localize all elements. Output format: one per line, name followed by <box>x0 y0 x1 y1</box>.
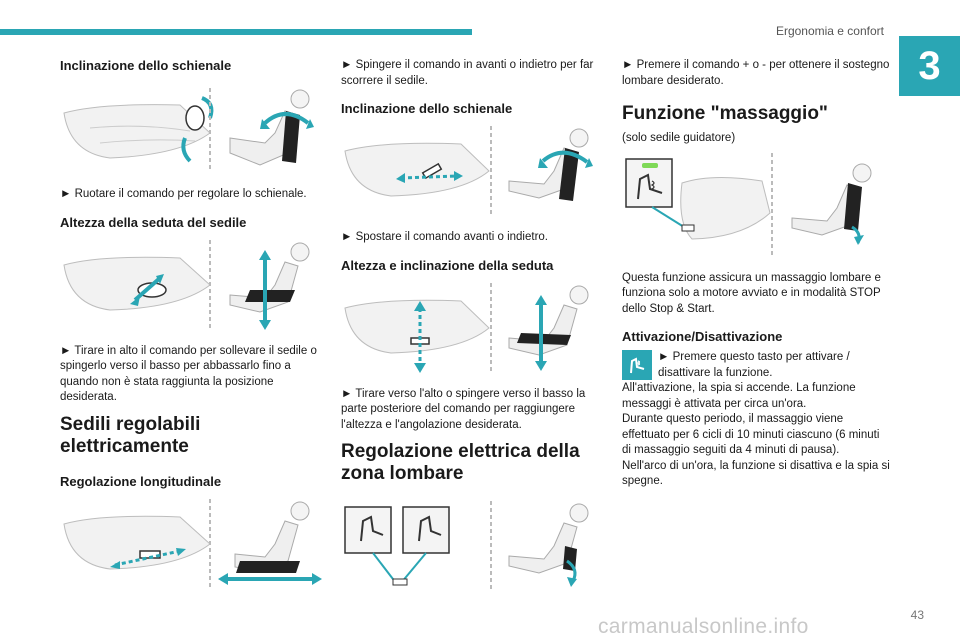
text-massage-description: Questa funzione assicura un massaggio lo… <box>622 271 881 315</box>
figure-seat-height-lever <box>60 239 326 330</box>
figure-longitudinal-adjust <box>60 498 326 589</box>
header-accent-bar <box>0 29 472 35</box>
heading-electric-seats: Sedili regolabili elettricamente <box>60 413 201 457</box>
text-backrest-instruction: ► Ruotare il comando per regolare lo sch… <box>60 188 307 200</box>
text-height-tilt-instruction: ► Tirare verso l'alto o spingere verso i… <box>341 387 586 431</box>
chapter-title: Ergonomia e confort <box>775 24 884 38</box>
column-3: ► Premere il comando + o - per ottenere … <box>622 58 890 490</box>
watermark: carmanualsonline.info <box>598 615 809 638</box>
text-lumbar-instruction: ► Premere il comando + o - per ottenere … <box>622 59 890 87</box>
text-slide-instruction: ► Spingere il comando in avanti o indiet… <box>341 59 594 87</box>
heading-height-tilt: Altezza e inclinazione della seduta <box>341 257 554 273</box>
text-activation-1: All'attivazione, la spia si accende. La … <box>622 382 856 410</box>
column-1: Inclinazione dello schienale ► Ruotare i… <box>60 58 326 603</box>
text-seat-height-instruction: ► Tirare in alto il comando per sollevar… <box>60 344 317 404</box>
text-activation-2: Durante questo periodo, il massaggio vie… <box>622 413 880 456</box>
heading-activation: Attivazione/Disattivazione <box>622 329 783 344</box>
heading-massage: Funzione "massaggio" <box>622 103 828 124</box>
heading-backrest-tilt-electric: Inclinazione dello schienale <box>341 101 513 116</box>
heading-backrest-tilt: Inclinazione dello schienale <box>60 58 232 73</box>
heading-lumbar: Regolazione elettrica della zona lombare <box>341 441 580 484</box>
figure-backrest-electric <box>341 126 607 216</box>
figure-backrest-knob <box>60 83 326 173</box>
page-number: 43 <box>910 608 924 622</box>
heading-longitudinal: Regolazione longitudinale <box>60 473 222 489</box>
text-backrest-electric-instruction: ► Spostare il comando avanti o indietro. <box>341 231 548 243</box>
figure-massage <box>622 152 888 257</box>
chapter-number-badge: 3 <box>899 36 960 96</box>
text-activation-bullet: ► Premere questo tasto per attivare / di… <box>658 351 850 379</box>
activation-bullet-row: ► Premere questo tasto per attivare / di… <box>622 350 890 381</box>
text-activation-3: Nell'arco di un'ora, la funzione si disa… <box>622 459 890 488</box>
figure-lumbar <box>341 501 607 591</box>
heading-seat-height: Altezza della seduta del sedile <box>60 214 247 230</box>
figure-height-tilt <box>341 282 607 373</box>
text-massage-note: (solo sedile guidatore) <box>622 132 736 144</box>
massage-button-icon <box>622 350 652 380</box>
column-2: ► Spingere il comando in avanti o indiet… <box>341 58 605 605</box>
